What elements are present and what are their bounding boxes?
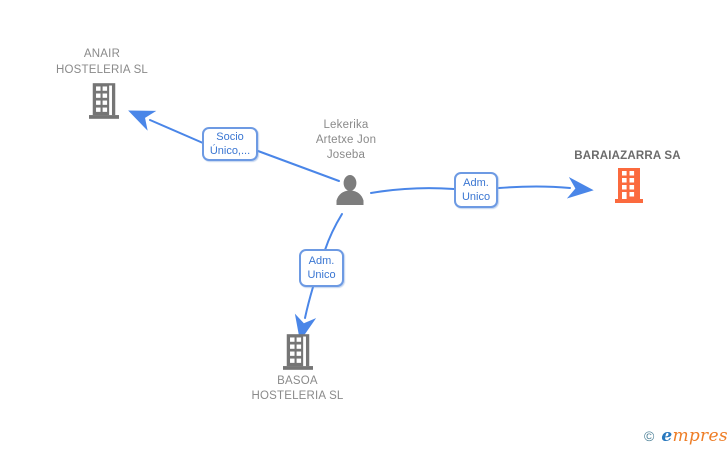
edge-adm-box-to-basoa-arrow xyxy=(294,286,317,342)
person-label-line2: Artetxe Jon xyxy=(315,134,377,146)
building-icon-anair[interactable] xyxy=(89,82,119,120)
relation-adm-down-line2: Unico xyxy=(307,269,336,281)
person-label[interactable]: Lekerika Artetxe Jon Joseba xyxy=(285,118,407,163)
company-label-basoa[interactable]: BASOA HOSTELERIA SL xyxy=(225,374,370,404)
person-icon[interactable] xyxy=(335,175,365,205)
relation-socio-line1: Socio xyxy=(216,131,244,143)
edge-person-to-adm-box-right xyxy=(370,187,455,194)
building-icon-basoa[interactable] xyxy=(283,333,313,371)
relation-box-adm-unico-down[interactable]: Adm. Unico xyxy=(299,249,344,287)
relation-box-socio-unico[interactable]: Socio Único,... xyxy=(202,127,258,161)
company-label-basoa-line2: HOSTELERIA SL xyxy=(251,390,344,402)
company-label-anair[interactable]: ANAIR HOSTELERIA SL xyxy=(28,46,176,78)
edge-person-to-socio-box xyxy=(257,150,340,182)
copyright-icon: © xyxy=(644,428,655,444)
relation-socio-line2: Único,... xyxy=(209,145,251,157)
edge-person-to-adm-box-down xyxy=(324,213,343,251)
empresia-wordmark-rest: mpresia xyxy=(672,426,728,446)
company-label-baraiazarra[interactable]: BARAIAZARRA SA xyxy=(574,150,681,162)
building-icon-baraiazarra[interactable] xyxy=(615,168,643,203)
relation-box-adm-unico-right[interactable]: Adm. Unico xyxy=(454,172,498,208)
person-label-line1: Lekerika xyxy=(323,119,369,131)
company-label-anair-line1: ANAIR xyxy=(83,48,121,60)
empresia-logo[interactable]: © empresia xyxy=(644,426,728,446)
empresia-wordmark-initial: e xyxy=(661,426,673,446)
person-label-line3: Joseba xyxy=(326,149,366,161)
relation-adm-down-line1: Adm. xyxy=(308,255,335,267)
company-label-anair-line2: HOSTELERIA SL xyxy=(55,64,149,76)
empresia-wordmark: empresia xyxy=(661,426,728,446)
company-label-basoa-line1: BASOA xyxy=(277,375,318,387)
relation-adm-right-line2: Unico xyxy=(461,191,491,203)
edge-adm-box-to-baraiazarra-arrow xyxy=(498,177,594,199)
edge-socio-box-to-anair-arrow xyxy=(128,110,204,144)
relation-adm-right-line1: Adm. xyxy=(463,177,489,189)
